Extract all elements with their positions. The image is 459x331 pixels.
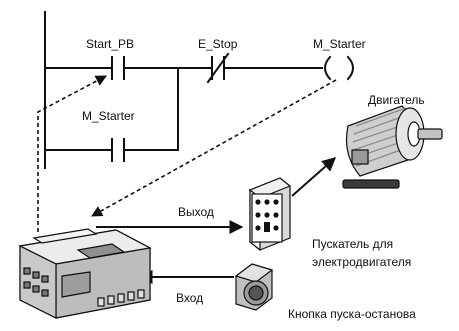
input-mapping-arrow [37,75,107,232]
motor-label: Двигатель [368,93,425,107]
output-mapping-arrow [91,79,337,217]
plc-controller-icon [18,228,152,319]
e-stop-normally-closed-slash [206,52,230,84]
motor-icon [342,105,443,189]
coil-left-arc [324,55,332,81]
e-stop-label: E_Stop [198,37,238,51]
m-starter-contact-label: M_Starter [82,109,135,123]
signal-arrows [96,157,337,284]
coil-right-arc [346,55,354,81]
io-mapping-arrows [37,75,337,232]
starter-label-line1: Пускатель для [312,237,393,251]
starter-to-motor-arrow [291,157,337,197]
motor-starter-icon [248,177,292,252]
push-button-icon [234,263,274,311]
start-pb-label: Start_PB [86,37,134,51]
output-label: Выход [178,205,214,219]
m-starter-coil-label: M_Starter [313,37,366,51]
ladder-logic: Start_PB E_Stop M_Starter M_Starter [44,11,366,169]
input-label: Вход [176,291,203,305]
button-label: Кнопка пуска-останова [288,307,416,321]
starter-label-line2: электродвигателя [312,255,411,269]
